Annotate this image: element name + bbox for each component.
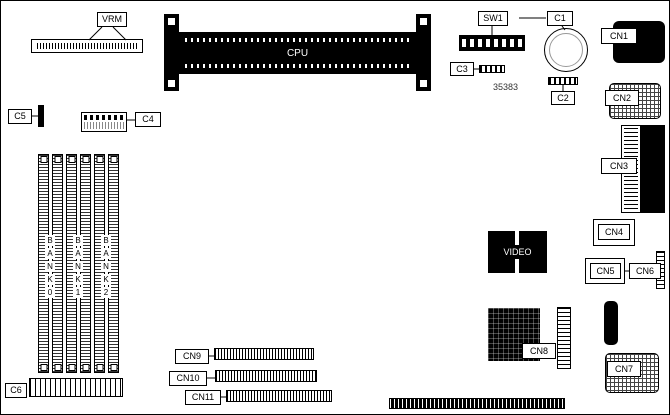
bank-letter: A [101, 248, 111, 259]
vrm-label: VRM [97, 12, 127, 27]
cn3-label-text: CN3 [609, 160, 628, 171]
vrm-pin-row [37, 43, 137, 49]
cn9-connector [214, 348, 314, 360]
cn5-label: CN5 [590, 263, 621, 279]
battery-inner-ring [549, 33, 583, 67]
bottom-edge-connector [389, 398, 565, 409]
cpu-slot-body: CPU [179, 32, 416, 74]
cpu-label: CPU [179, 32, 416, 74]
cn1-label: CN1 [601, 28, 637, 44]
cn9-label: CN9 [175, 349, 209, 364]
c5-label: C5 [8, 109, 32, 124]
video-label-text: VIDEO [503, 247, 532, 257]
cn4-label-text: CN4 [604, 226, 623, 237]
cpu-pin-row-top [185, 38, 410, 42]
cn2-label: CN2 [605, 90, 639, 106]
mounting-hole [420, 18, 427, 25]
mounting-hole [168, 18, 175, 25]
bank-letter: N [73, 261, 83, 272]
cn6-label-text: CN6 [635, 265, 654, 276]
c2-component [548, 77, 578, 85]
cpu-bracket-right [416, 14, 431, 91]
vrm-connector [31, 39, 143, 53]
cpu-label-text: CPU [286, 47, 309, 59]
mounting-hole [420, 80, 427, 87]
cn2-label-text: CN2 [612, 92, 631, 103]
cn10-label-text: CN10 [176, 373, 200, 383]
bank-letter: 2 [101, 287, 111, 298]
bank-letter: K [101, 274, 111, 285]
c1-label: C1 [547, 11, 573, 26]
bank-letter: A [73, 248, 83, 259]
part-number-text: 35383 [493, 82, 537, 94]
bank-letter: N [101, 261, 111, 272]
bank-letter: K [73, 274, 83, 285]
c2-label-text: C2 [557, 92, 569, 103]
bank-letter: A [45, 248, 55, 259]
vrm-label-text: VRM [102, 14, 122, 24]
c6-label-text: C6 [10, 385, 22, 395]
cpu-pin-row-bottom [185, 64, 410, 68]
sw1-label-text: SW1 [483, 13, 503, 23]
cn7-label-text: CN7 [614, 363, 633, 374]
cn1-label-text: CN1 [609, 30, 628, 41]
cn9-label-text: CN9 [182, 351, 201, 361]
c4-label-text: C4 [142, 114, 154, 124]
c3-component [479, 65, 505, 73]
c5-label-text: C5 [14, 111, 26, 121]
c5-component [38, 105, 44, 127]
c4-connector [81, 112, 127, 132]
c4-label: C4 [135, 112, 161, 127]
cn4-label: CN4 [598, 224, 630, 240]
part-number-value: 35383 [493, 82, 519, 92]
cn3-shell [640, 126, 664, 212]
cn10-connector [215, 370, 317, 382]
cn10-label: CN10 [169, 371, 207, 386]
bank-letter: N [45, 261, 55, 272]
c4-pin-row [84, 115, 124, 120]
battery [544, 28, 588, 72]
video-label: VIDEO [490, 245, 545, 259]
mounting-hole [168, 80, 175, 87]
cn3-label: CN3 [601, 158, 637, 174]
bank-letter: B [73, 235, 83, 246]
cn8-header [557, 307, 571, 369]
cn11-label: CN11 [185, 390, 221, 405]
c6-label: C6 [5, 383, 27, 398]
c3-label: C3 [450, 62, 474, 76]
c4-hole-grid [84, 122, 124, 129]
cn11-label-text: CN11 [191, 392, 215, 402]
cn8-label: CN8 [522, 343, 556, 359]
cn8-label-text: CN8 [529, 345, 548, 356]
sw1-dip-switch [459, 35, 525, 51]
c3-label-text: C3 [456, 63, 468, 74]
c1-label-text: C1 [554, 13, 566, 23]
cn7-label: CN7 [607, 361, 641, 377]
cn11-connector [226, 390, 332, 402]
cpu-bracket-left [164, 14, 179, 91]
cpu-slot: CPU [164, 14, 431, 91]
bank-letter: B [45, 235, 55, 246]
cn5-label-text: CN5 [596, 265, 615, 276]
bank-letter: 1 [73, 287, 83, 298]
dip-switch-positions [462, 39, 522, 47]
bank-letter: 0 [45, 287, 55, 298]
c2-label: C2 [551, 91, 575, 105]
bank-letter: K [45, 274, 55, 285]
sw1-label: SW1 [478, 11, 508, 26]
bank-letter: B [101, 235, 111, 246]
cn6-label: CN6 [629, 263, 661, 279]
c6-connector [29, 378, 123, 397]
edge-connector-unlabeled [604, 301, 618, 345]
